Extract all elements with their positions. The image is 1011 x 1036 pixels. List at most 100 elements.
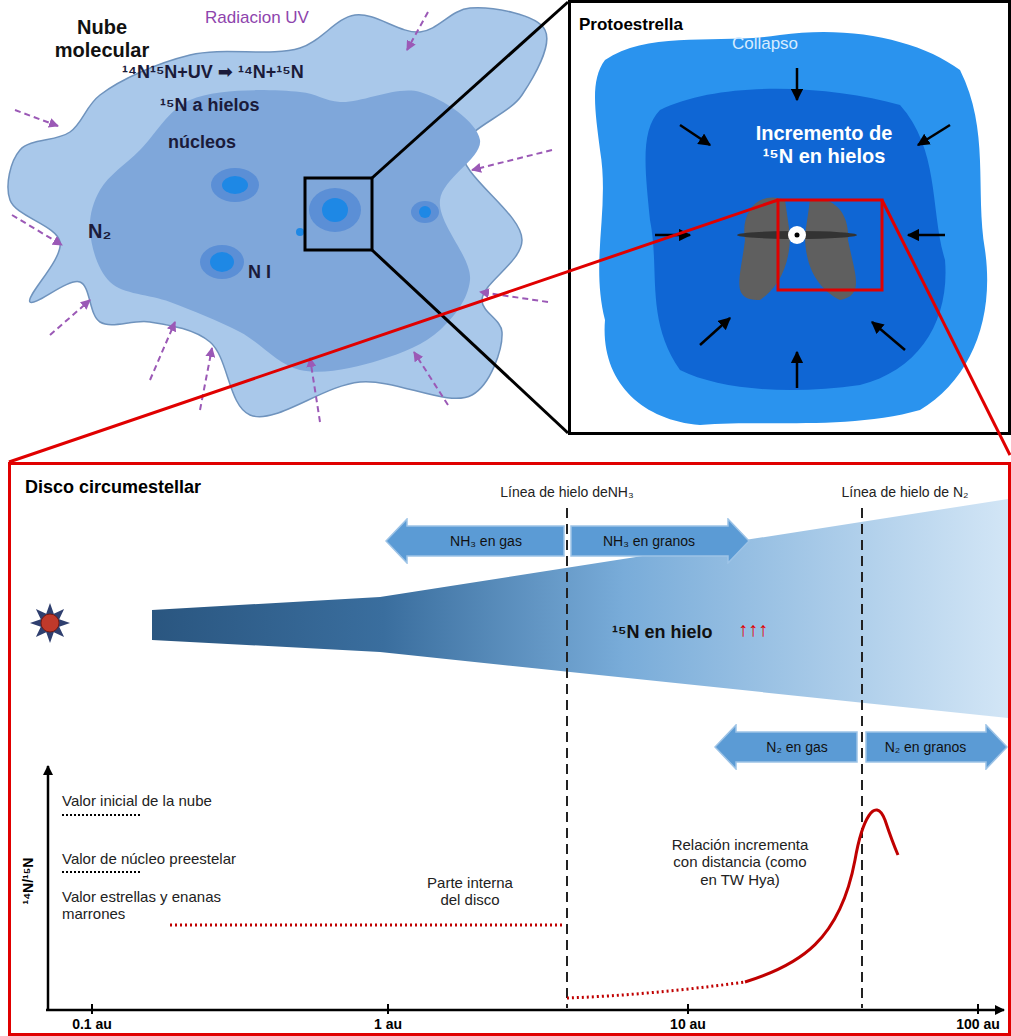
dense-region [200,245,244,279]
zoom-frame [305,178,372,250]
phase-arrow [571,519,749,563]
core-label: núcleos [168,132,236,153]
prestellar-core [210,176,431,272]
snow-line [861,508,863,1008]
uv-ray [12,12,552,422]
ice-enrichment-label: ¹⁵N en hielo [612,622,712,643]
protostar-envelope [739,197,790,300]
collapse-arrow [680,125,710,145]
label-slot: Incremento de ¹⁵N en hielos [742,122,907,168]
phase-arrow [715,725,857,769]
zoom-frame [372,250,568,433]
prestellar-core [222,176,248,194]
label-slot: Valor inicial de la nube [62,792,212,810]
axis-tick [92,1004,978,1014]
snow-line [567,508,862,1008]
label-slot: Valor estrellas y enanas marrones [62,888,242,923]
panel-heading: Nube molecular [52,16,152,62]
ratio-curve [567,982,745,998]
dense-region [200,168,439,279]
collapse-label: Collapso [710,34,820,54]
label-slot: Parte interna del disco [420,874,520,909]
protostar-envelope [595,32,987,425]
uv-ray [414,352,448,405]
panel-heading: Disco circumestellar [25,477,201,498]
collapse-arrow [796,352,799,388]
label-slot: Collapso [710,34,820,54]
star-symbol [30,603,70,643]
label-slot: núcleos [168,132,236,153]
zoom-frame [372,2,568,178]
graph-axis [46,766,1004,1011]
enrichment-label: Incremento de ¹⁵N en hielos [742,122,907,168]
uv-ray [310,358,320,422]
label-slot: ¹⁵N a hielos [160,95,259,116]
zoom-panel: Disco circumestellarNH₃ en gas NH₃ en gra… [8,462,1011,1036]
circumstellar-disc [152,499,1008,718]
prestellar-core [296,228,304,236]
reference-label: Valor inicial de la nube [62,792,212,809]
collapse-arrow [872,322,905,350]
label-slot: 1 au [353,1016,423,1032]
zoom-frame-red [778,200,882,290]
label-slot: N₂ [88,220,111,243]
tick-label: 10 au [653,1016,723,1032]
cloud-interior [90,90,480,372]
uv-ray [12,215,62,245]
snow-line-label: Línea de hielo de N₂ [825,484,985,500]
label-slot: 0.1 au [57,1016,127,1032]
dense-region [211,168,259,202]
zoom-frame-red [9,200,778,462]
label-slot: Relación incrementa con distancia (como … [665,836,815,888]
uv-ray [480,292,548,302]
ratio-curve [745,810,898,982]
protostar-envelope [737,231,857,239]
collapse-arrow [655,234,690,237]
phase-arrow-box: NH₃ en granos [570,518,750,564]
zoom-frame [305,2,568,433]
label-slot: Línea de hielo de N₂ [825,484,985,500]
zoom-panel: Protoestrella [568,0,1011,435]
tick-label: 100 au [948,1016,1008,1032]
ratio-curve [170,810,898,998]
label-slot: Valor de núcleo preestelar [62,850,236,868]
circumstellar-disc [152,499,1008,718]
label-slot: ¹⁵N en hielo [612,622,712,643]
zoom-frame-red [882,200,1010,455]
dense-region [309,188,361,232]
snow-line-label: Línea de hielo deNH₃ [477,484,657,500]
prestellar-core [419,206,431,218]
protostar-envelope [595,32,987,425]
collapse-arrow [918,125,950,145]
reaction-label: ¹⁴N¹⁵N+UV ➡ ¹⁴N+¹⁵N [122,62,304,83]
phase-arrow-label: NH₃ en gas [450,533,522,549]
phase-arrow-box: NH₃ en gas [385,518,565,564]
trend-label: Relación incrementa con distancia (como … [665,836,815,888]
protostar-envelope [805,199,856,300]
axis-tick [977,1004,979,1014]
label-slot: N I [248,262,271,283]
uv-ray [15,110,58,126]
graph-axis [47,766,50,1011]
label-slot: Línea de hielo deNH₃ [477,484,657,500]
ratio-curve [170,924,565,927]
protostar-envelope [795,233,800,238]
collapse-arrow [700,318,730,345]
zoom-frame-red [9,200,1010,462]
tick-label: 0.1 au [57,1016,127,1032]
snow-line [566,508,568,1008]
graph-axis [46,1009,1004,1012]
species-label: N I [248,262,271,283]
label-slot: ↑↑↑ [738,618,768,641]
panel-heading: Protoestrella [579,15,683,35]
uv-ray [407,12,428,50]
radiation-label: Radiacion UV [205,8,309,28]
phase-arrow-box: N₂ en granos [865,724,1008,770]
protostar-envelope [646,89,946,390]
phase-arrow [866,725,1007,769]
increase-arrows: ↑↑↑ [738,618,768,641]
uv-ray [472,150,552,170]
reference-level [62,871,140,873]
phase-arrow-label: N₂ en gas [766,739,827,755]
